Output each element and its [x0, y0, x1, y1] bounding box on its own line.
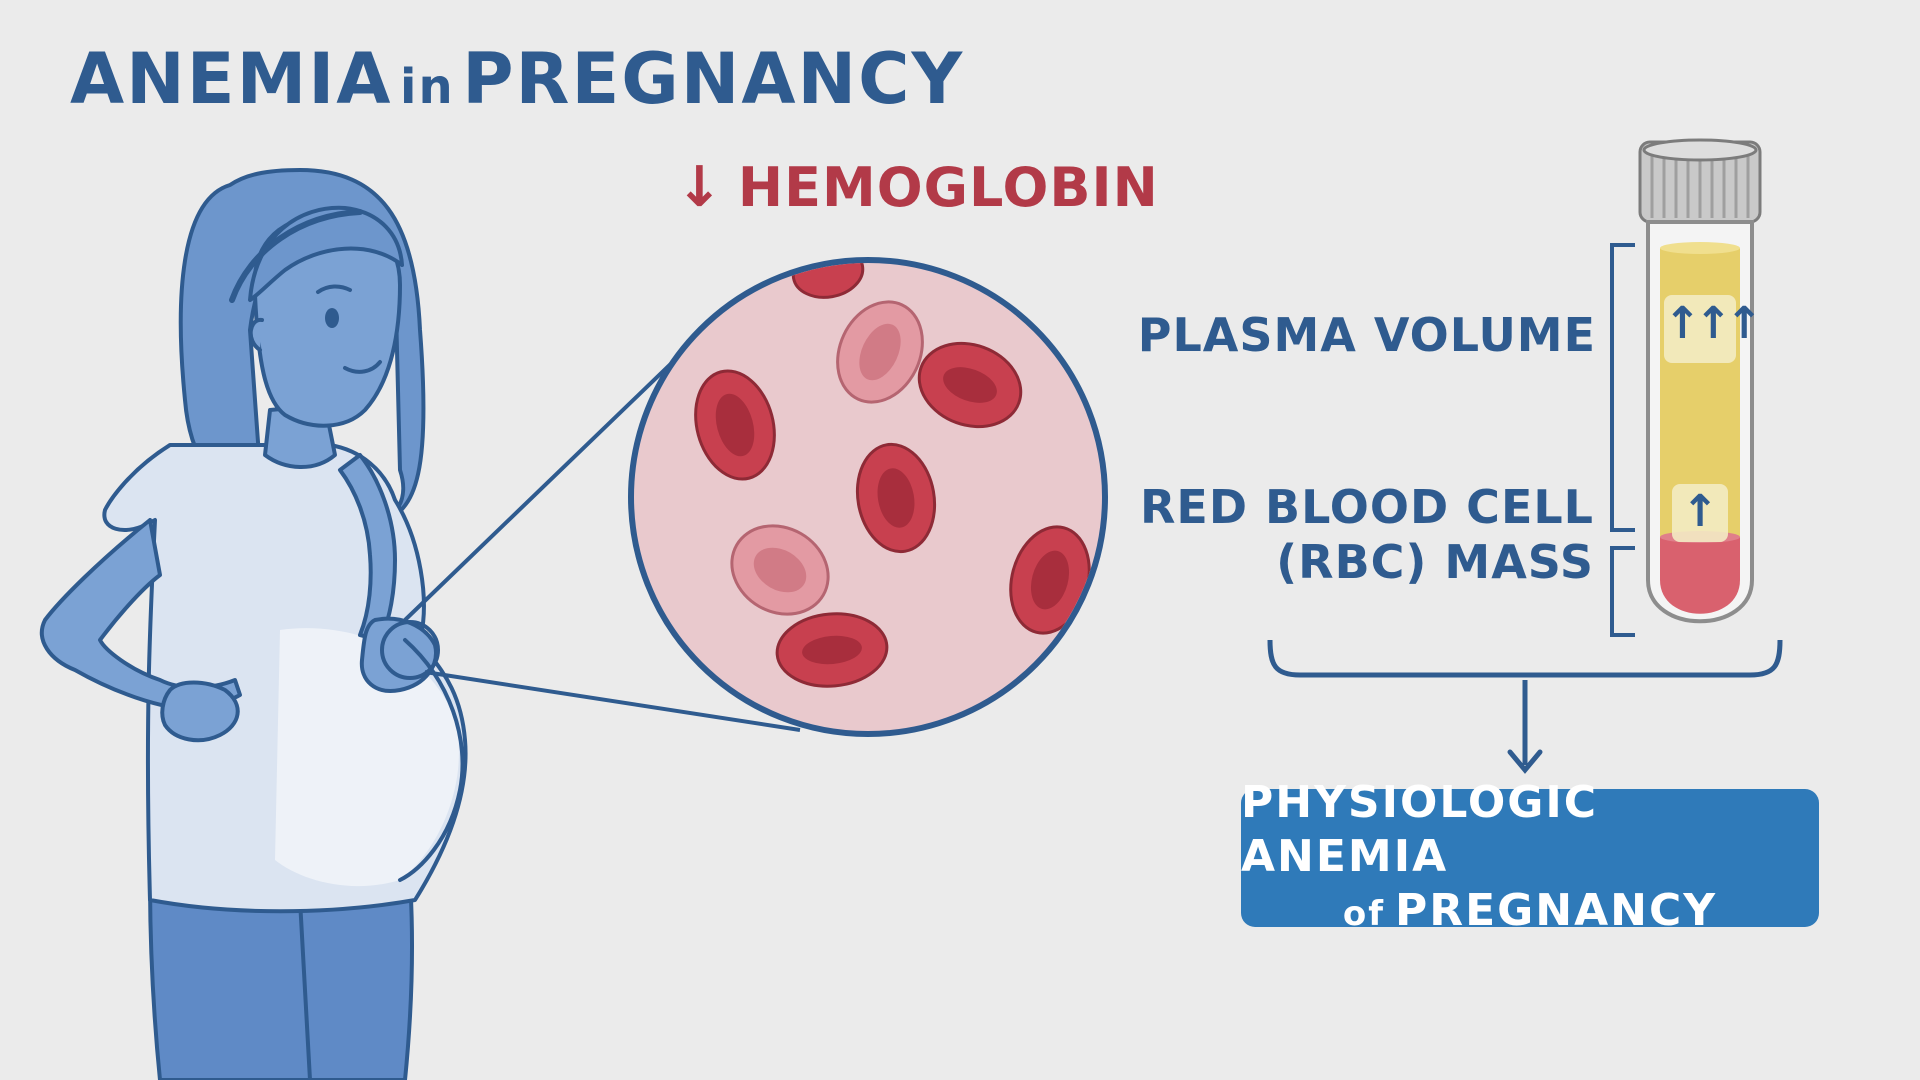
rbc-cell: [836, 300, 924, 404]
pregnant-woman-illustration: [39, 168, 468, 1080]
result-of: of: [1342, 893, 1385, 934]
rbc-cell: [775, 612, 889, 688]
zoom-origin-circle: [380, 620, 440, 680]
result-line1: PHYSIOLOGIC ANEMIA: [1241, 776, 1599, 882]
rbc-arrow: ↑: [1681, 486, 1719, 537]
summary-arrow-head: [1507, 749, 1543, 774]
pants-seam: [298, 898, 312, 1080]
result-pregnancy: PREGNANCY: [1395, 884, 1718, 936]
plasma-arrows: ↑↑↑: [1664, 298, 1763, 349]
plasma-volume-label: PLASMA VOLUME: [1137, 308, 1596, 362]
smile: [343, 360, 382, 374]
rbc-cell: [1009, 525, 1091, 635]
hemoglobin-label: ↓HEMOGLOBIN: [676, 155, 1159, 220]
rbc-layer: [1660, 537, 1740, 614]
hair-band: [229, 209, 363, 303]
eye: [325, 308, 339, 328]
rbc-bracket: [1610, 546, 1635, 637]
zoom-line-bottom: [424, 670, 801, 732]
rbc-cell: [730, 524, 830, 616]
plasma-bracket: [1610, 243, 1635, 532]
eyebrow: [316, 284, 352, 294]
rbc-cell: [855, 442, 937, 554]
hemoglobin-text: HEMOGLOBIN: [737, 156, 1159, 219]
rbc-mass-label-line1: RED BLOOD CELL: [1140, 480, 1594, 534]
blood-magnified-view: [628, 257, 1108, 737]
pants: [148, 878, 415, 1080]
down-arrow-icon: ↓: [676, 155, 724, 220]
zoom-line-top: [403, 353, 682, 622]
title-word-pregnancy: PREGNANCY: [462, 38, 965, 120]
rbc-mass-label-line2: (RBC) MASS: [1276, 535, 1594, 589]
right-hand: [359, 616, 438, 693]
belly: [275, 628, 459, 887]
page-title: ANEMIA in PREGNANCY: [70, 38, 964, 120]
summary-bracket: [1267, 639, 1783, 678]
test-tube: [1638, 138, 1762, 624]
rbc-cell: [917, 341, 1023, 429]
ear: [248, 317, 264, 352]
rbc-arrow-box: [1672, 484, 1728, 542]
rbc-cell: [694, 369, 776, 481]
rbc-cell: [791, 263, 865, 299]
plasma-arrows-box: [1664, 295, 1736, 363]
title-word-in: in: [400, 59, 455, 115]
title-word-anemia: ANEMIA: [70, 38, 393, 120]
belly-contour: [398, 638, 465, 882]
left-hand: [160, 680, 240, 743]
